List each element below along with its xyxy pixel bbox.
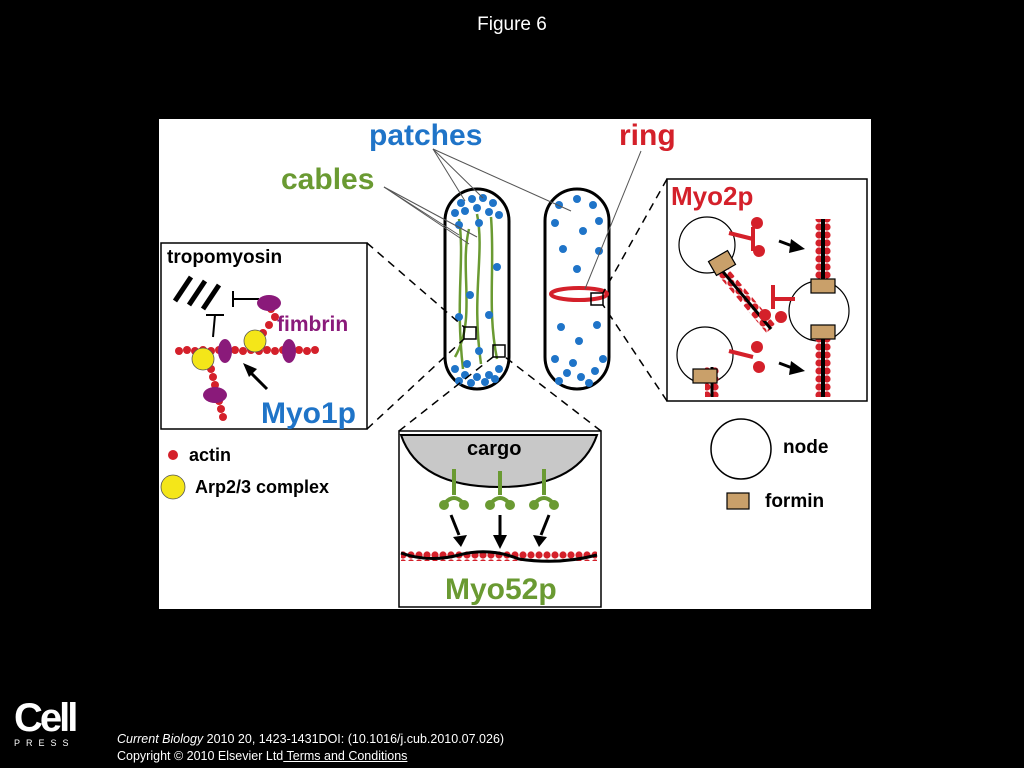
label-myo2p: Myo2p xyxy=(671,181,753,211)
legend-arp23: Arp2/3 complex xyxy=(195,477,329,497)
inset-myo52p: cargo Myo52p xyxy=(398,430,602,608)
copyright-line: Copyright © 2010 Elsevier Ltd Terms and … xyxy=(117,748,504,765)
logo-wordmark: Cell xyxy=(14,696,78,740)
label-myo52p: Myo52p xyxy=(445,573,557,606)
inset-myo1p: tropomyosin xyxy=(160,242,368,430)
label-cables: cables xyxy=(281,163,374,196)
legend-node: node xyxy=(783,437,828,458)
terms-link[interactable]: Terms and Conditions xyxy=(283,749,408,763)
citation-text: 2010 20, 1423-1431DOI: (10.1016/j.cub.20… xyxy=(203,732,505,746)
legend-left: actin Arp2/3 complex xyxy=(160,445,329,500)
legend-formin: formin xyxy=(765,491,824,512)
inset-myo2p: Myo2p xyxy=(666,178,868,402)
legend-right: node formin xyxy=(710,418,828,512)
slide-title: Figure 6 xyxy=(477,14,547,35)
label-cargo: cargo xyxy=(467,438,521,460)
copyright-text: Copyright © 2010 Elsevier Ltd xyxy=(117,749,284,763)
label-myo1p: Myo1p xyxy=(261,397,356,430)
cell-press-logo: Cell PRESS xyxy=(14,696,86,748)
journal-name: Current Biology xyxy=(117,732,204,746)
figure-panel: patches ring cables tropomyosin xyxy=(159,119,871,609)
citation-line: Current Biology 2010 20, 1423-1431DOI: (… xyxy=(117,731,504,748)
citation-block: Current Biology 2010 20, 1423-1431DOI: (… xyxy=(117,731,504,765)
cell-cables xyxy=(443,187,511,391)
cell-ring xyxy=(543,187,611,391)
logo-subtext: PRESS xyxy=(14,738,75,748)
zoom-lines xyxy=(366,178,668,432)
legend-actin: actin xyxy=(189,445,231,465)
leader-lines xyxy=(383,148,642,290)
label-patches: patches xyxy=(369,119,482,152)
label-ring: ring xyxy=(619,119,676,152)
label-tropomyosin: tropomyosin xyxy=(167,247,282,268)
label-fimbrin: fimbrin xyxy=(277,313,348,336)
